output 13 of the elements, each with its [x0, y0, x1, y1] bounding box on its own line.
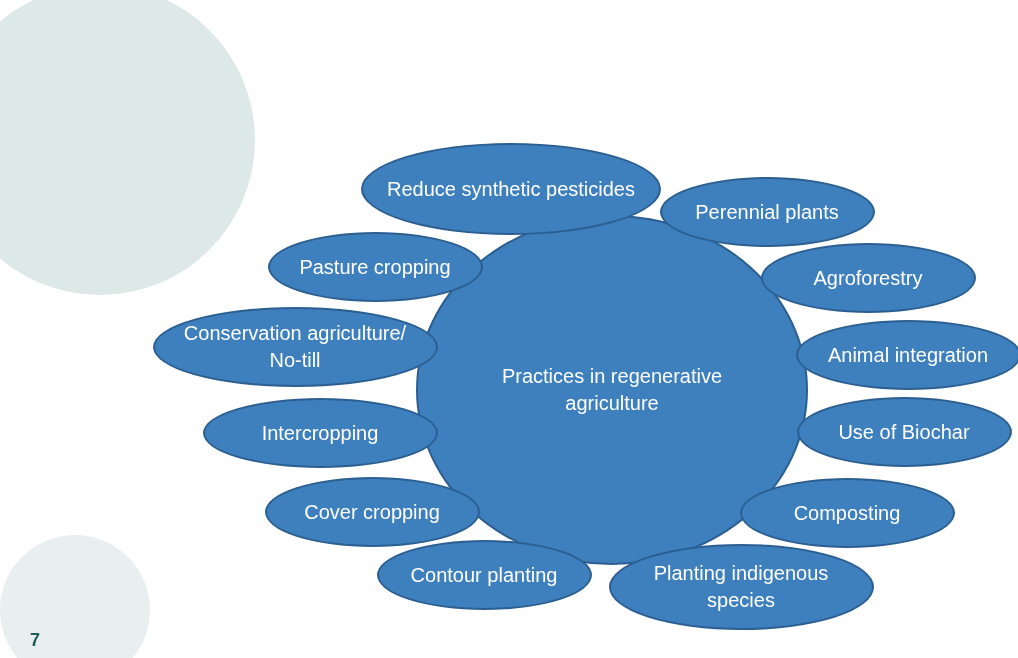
- practice-ellipse: Cover cropping: [264, 477, 480, 547]
- practice-ellipse: Pasture cropping: [267, 232, 483, 302]
- practice-ellipse: Use of Biochar: [796, 397, 1012, 467]
- practice-ellipse: Agroforestry: [760, 243, 976, 313]
- practice-ellipse: Reduce synthetic pesticides: [361, 143, 661, 235]
- practice-ellipse: Conservation agriculture/ No-till: [152, 307, 438, 387]
- practice-ellipse: Planting indigenous species: [608, 544, 874, 630]
- practice-ellipse: Composting: [739, 478, 955, 548]
- practice-ellipse: Contour planting: [376, 540, 592, 610]
- practice-ellipse: Perennial plants: [659, 177, 875, 247]
- page-number: 7: [30, 630, 40, 651]
- practice-ellipse: Animal integration: [795, 320, 1018, 390]
- practice-ellipse: Intercropping: [202, 398, 438, 468]
